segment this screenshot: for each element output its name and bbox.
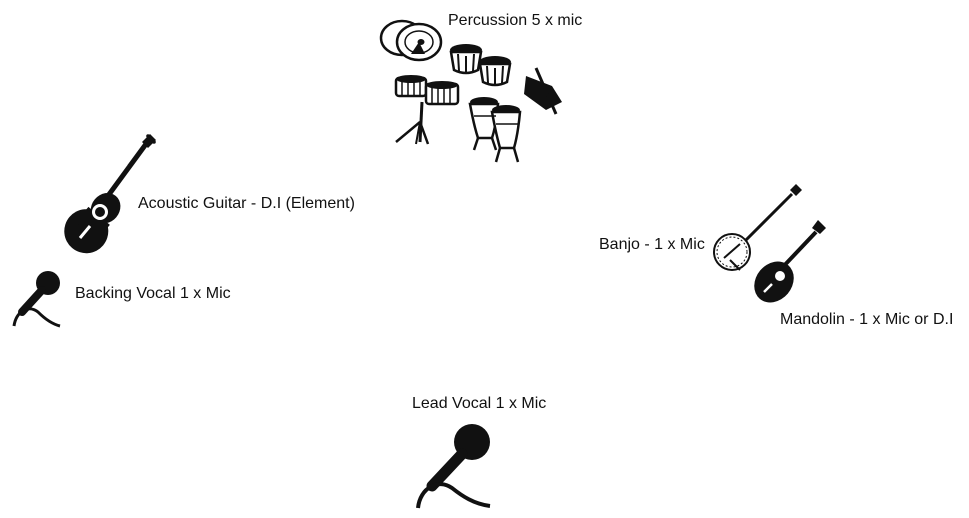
cymbal-icon <box>379 19 443 62</box>
banjo-label: Banjo - 1 x Mic <box>599 236 705 253</box>
mandolin-icon <box>750 220 826 306</box>
microphone-icon <box>410 420 494 512</box>
cowbell-icon <box>524 67 562 115</box>
backing-vocal-label: Backing Vocal 1 x Mic <box>75 285 231 302</box>
timbales-icon <box>394 75 460 145</box>
tom-drums-icon <box>449 44 512 87</box>
percussion-label: Percussion 5 x mic <box>448 12 583 29</box>
mandolin-label: Mandolin - 1 x Mic or D.I <box>780 311 954 328</box>
acoustic-guitar-label: Acoustic Guitar - D.I (Element) <box>138 195 355 212</box>
percussion-kit-icon <box>378 14 568 170</box>
microphone-icon <box>8 268 64 330</box>
banjo-icon <box>710 184 802 274</box>
acoustic-guitar-icon <box>54 134 158 262</box>
lead-vocal-label: Lead Vocal 1 x Mic <box>412 395 547 412</box>
conga-drums-icon <box>468 97 522 163</box>
